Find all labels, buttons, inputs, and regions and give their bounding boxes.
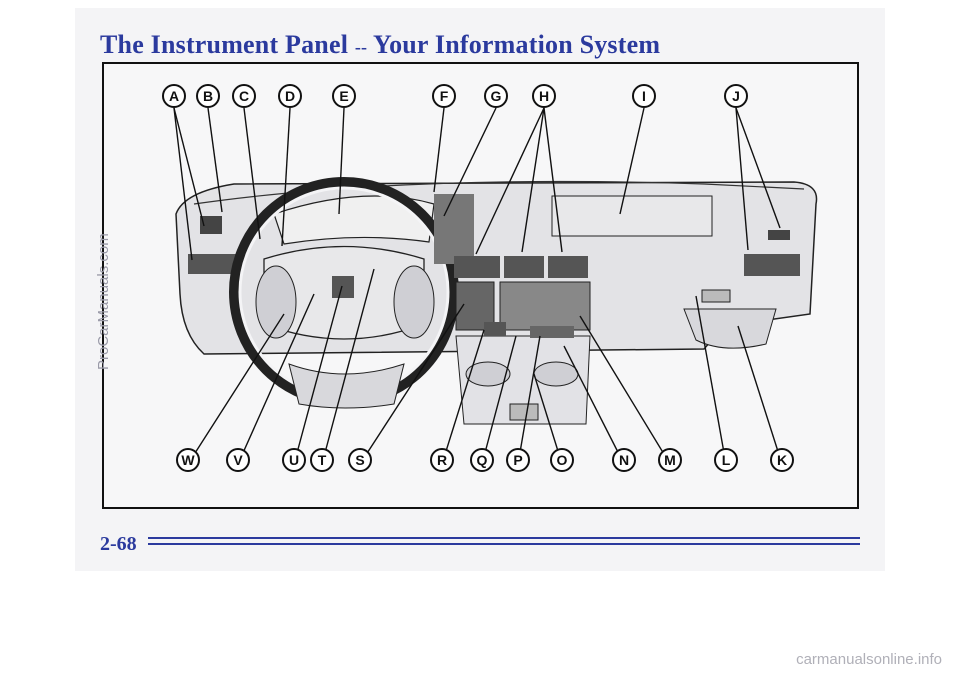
svg-text:I: I [642, 88, 646, 104]
svg-text:T: T [318, 452, 327, 468]
right-side-vent [768, 230, 790, 240]
footer-watermark: carmanualsonline.info [796, 651, 942, 668]
callout-k: K [770, 448, 794, 472]
title-right: Your Information System [372, 30, 661, 59]
instrument-panel-illustration: A B C D E F G H I J W V U T S R Q P O N … [162, 84, 818, 472]
side-watermark: ProCarManuals.com [95, 233, 112, 370]
leader-lines-top [173, 107, 781, 261]
right-spoke-controls [393, 265, 435, 339]
center-vent-2 [504, 256, 544, 278]
callout-c: C [232, 84, 256, 108]
callout-r: R [430, 448, 454, 472]
callout-u: U [282, 448, 306, 472]
callout-q: Q [470, 448, 494, 472]
callout-s: S [348, 448, 372, 472]
svg-text:L: L [722, 452, 731, 468]
footer-rule-top [148, 537, 860, 539]
svg-text:H: H [539, 88, 549, 104]
callout-e: E [332, 84, 356, 108]
console-tape [530, 326, 574, 338]
upper-storage-bin [551, 195, 713, 237]
svg-text:B: B [203, 88, 213, 104]
cupholder-left [465, 361, 511, 387]
svg-text:O: O [557, 452, 568, 468]
svg-text:W: W [181, 452, 195, 468]
callout-i: I [632, 84, 656, 108]
leader-lines-bottom [187, 268, 783, 465]
svg-text:Q: Q [477, 452, 488, 468]
left-side-vent [200, 216, 222, 234]
callout-o: O [550, 448, 574, 472]
callout-b: B [196, 84, 220, 108]
svg-text:A: A [169, 88, 179, 104]
radio [499, 281, 591, 331]
callout-h: H [532, 84, 556, 108]
callout-j: J [724, 84, 748, 108]
svg-text:U: U [289, 452, 299, 468]
callout-g: G [484, 84, 508, 108]
footer-rule-bottom [148, 543, 860, 545]
svg-text:P: P [513, 452, 522, 468]
svg-text:J: J [732, 88, 740, 104]
svg-text:V: V [233, 452, 243, 468]
callout-f: F [432, 84, 456, 108]
right-vent [744, 254, 800, 276]
side-watermark-wrap: ProCarManuals.com [95, 233, 115, 570]
svg-text:M: M [664, 452, 676, 468]
svg-text:D: D [285, 88, 295, 104]
svg-text:F: F [440, 88, 449, 104]
callout-l: L [714, 448, 738, 472]
center-switch-bank [434, 194, 474, 264]
instrument-cluster [273, 195, 435, 245]
svg-text:K: K [777, 452, 787, 468]
dash-top-contour [193, 180, 805, 205]
center-vent-3 [548, 256, 588, 278]
callout-v: V [226, 448, 250, 472]
callout-t: T [310, 448, 334, 472]
svg-text:N: N [619, 452, 629, 468]
console-switch [484, 322, 506, 336]
glove-box-latch [701, 289, 731, 303]
console-storage [509, 403, 539, 421]
callout-a: A [162, 84, 186, 108]
left-spoke-controls [255, 265, 297, 339]
horn-emblem [332, 276, 354, 298]
svg-text:R: R [437, 452, 447, 468]
svg-text:G: G [491, 88, 502, 104]
svg-text:S: S [355, 452, 364, 468]
callout-m: M [658, 448, 682, 472]
instrument-panel-figure: A B C D E F G H I J W V U T S R Q P O N … [102, 62, 859, 509]
svg-text:C: C [239, 88, 249, 104]
center-vent-1 [454, 256, 500, 278]
page-title: The Instrument Panel -- Your Information… [100, 30, 660, 60]
title-left: The Instrument Panel [100, 30, 349, 59]
callout-d: D [278, 84, 302, 108]
left-lower-vent [188, 254, 236, 274]
callout-w: W [176, 448, 200, 472]
callout-p: P [506, 448, 530, 472]
callout-n: N [612, 448, 636, 472]
glove-box [683, 308, 777, 349]
title-dash: -- [354, 37, 368, 57]
page-number: 2-68 [100, 533, 137, 555]
svg-text:E: E [339, 88, 348, 104]
cupholder-right [533, 361, 579, 387]
